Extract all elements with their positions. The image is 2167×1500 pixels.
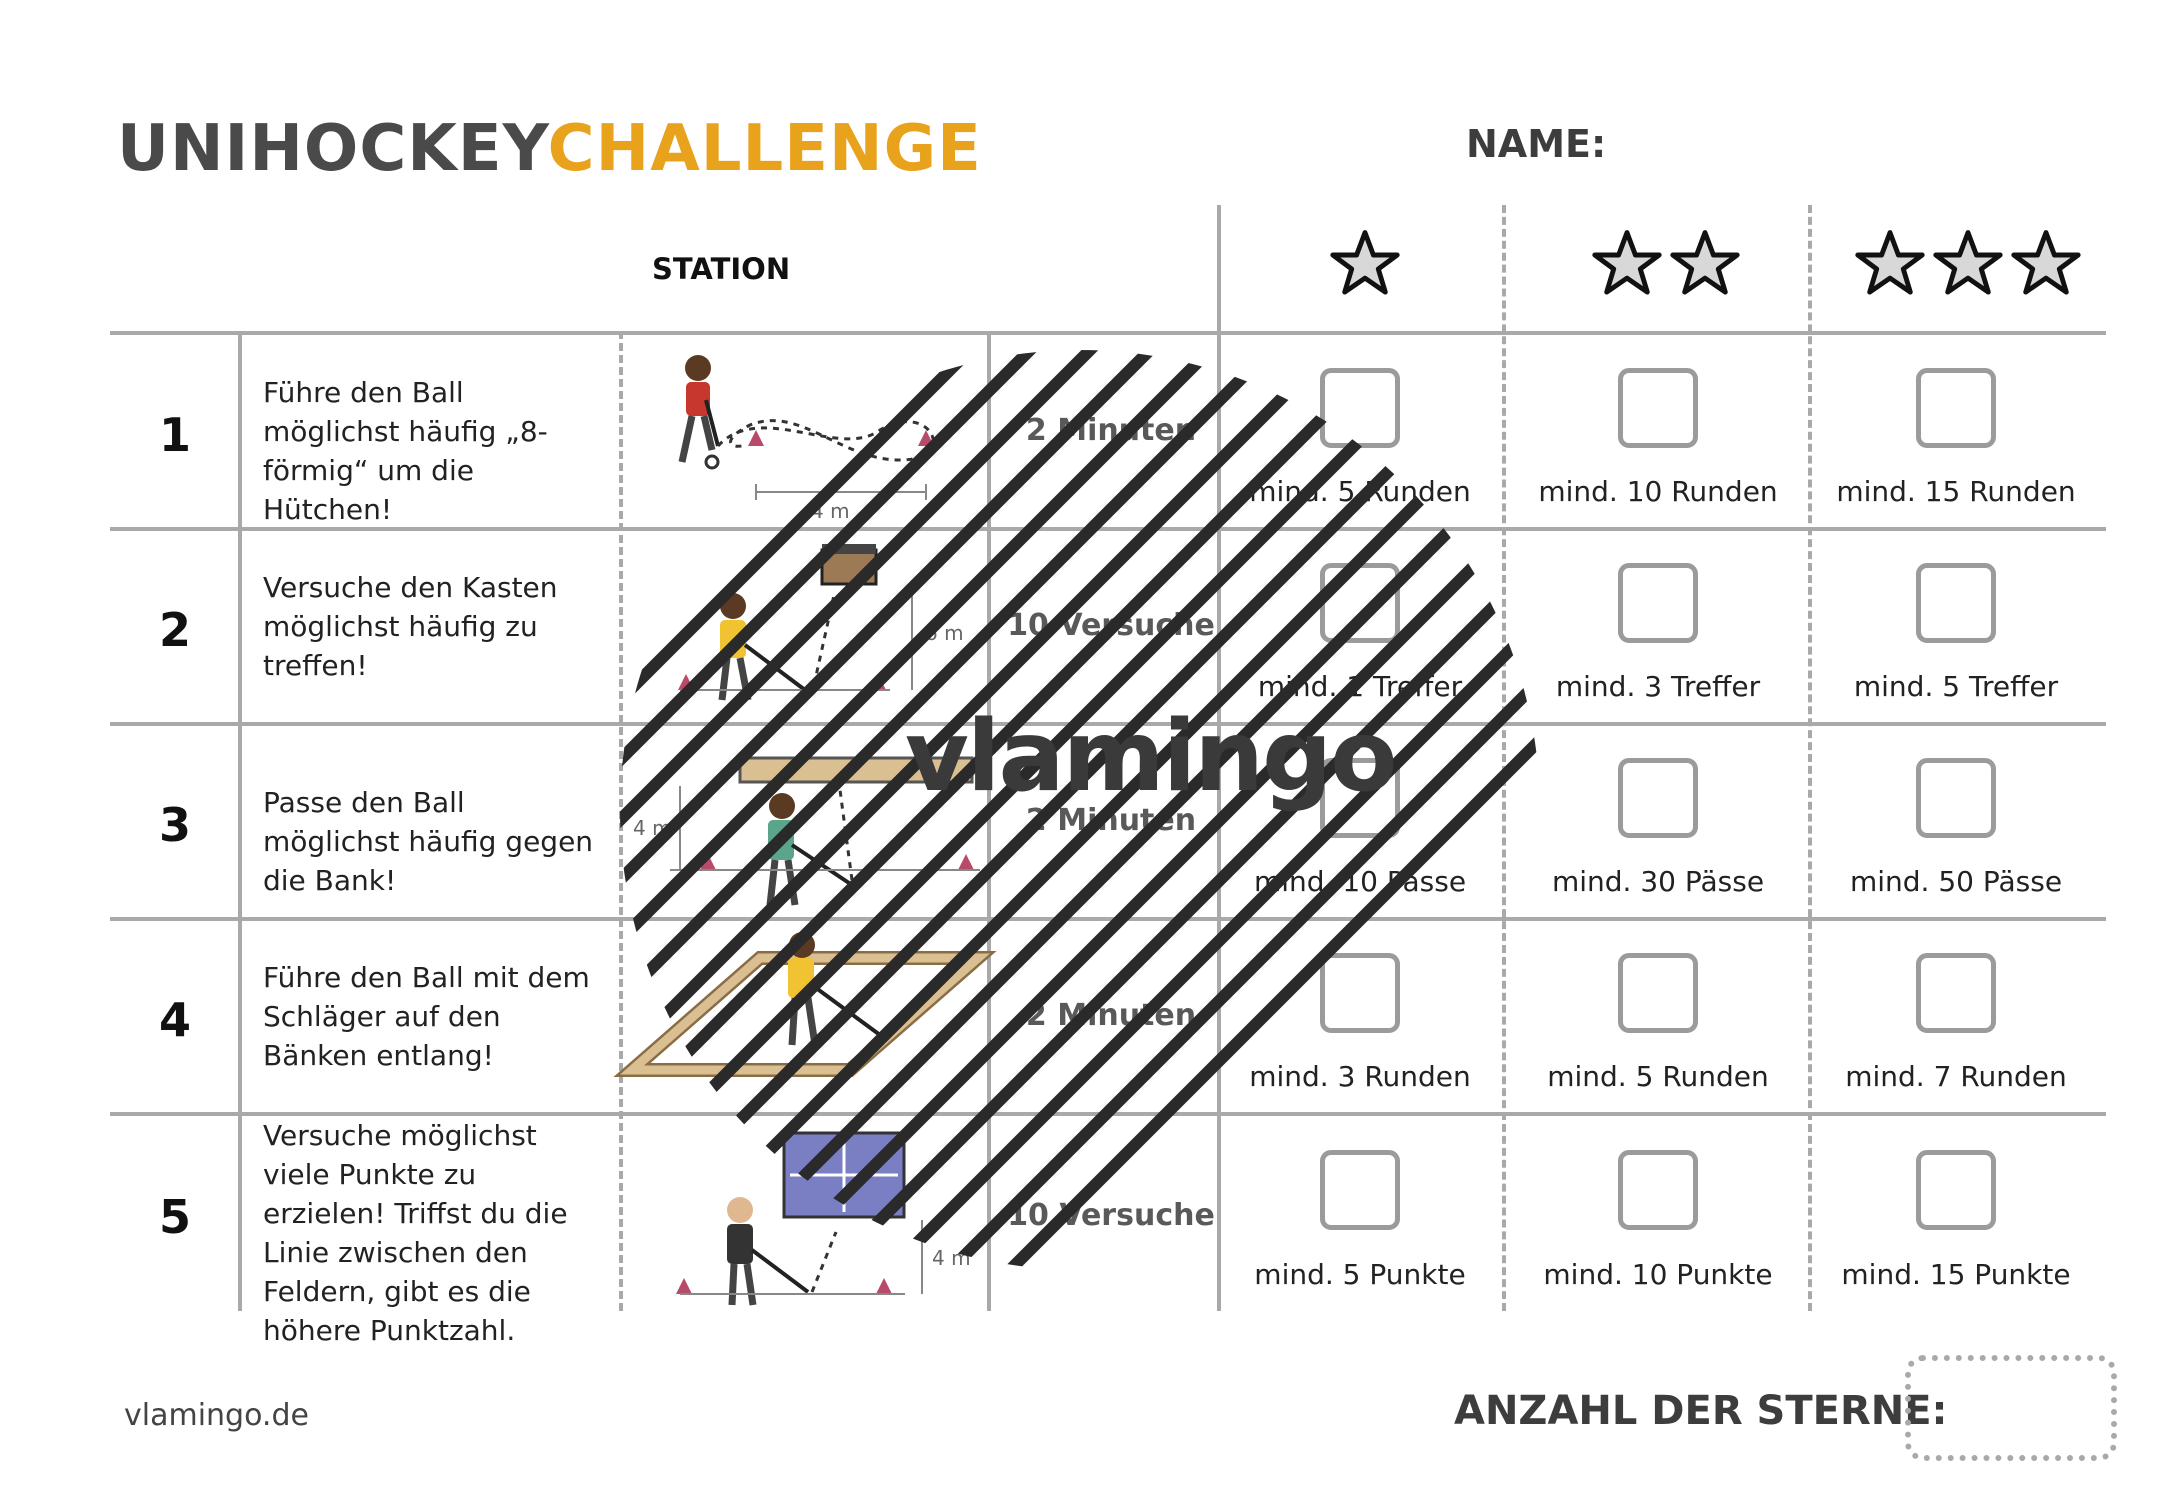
checkbox-two-stars[interactable] — [1618, 758, 1698, 838]
checkbox-three-stars[interactable] — [1916, 758, 1996, 838]
goal-two-stars: mind. 3 Treffer — [1555, 670, 1761, 703]
checkbox-three-stars[interactable] — [1916, 1150, 1996, 1230]
star-outline-icon — [1330, 230, 1400, 295]
station-number: 5 — [158, 1190, 191, 1244]
checkbox-two-stars[interactable] — [1618, 368, 1698, 448]
station-number: 3 — [158, 798, 191, 852]
star-outline-icon — [1592, 230, 1662, 295]
goal-two-stars: mind. 5 Runden — [1547, 1060, 1769, 1093]
station-description: Führe den Ball möglichst häufig „8-förmi… — [263, 376, 548, 526]
checkbox-two-stars[interactable] — [1618, 563, 1698, 643]
goal-three-stars: mind. 15 Runden — [1836, 475, 2076, 508]
station-description: Führe den Ball mit dem Schläger auf den … — [263, 961, 590, 1072]
goal-two-stars: mind. 30 Pässe — [1551, 865, 1765, 898]
station-description: Versuche den Kasten möglichst häufig zu … — [263, 571, 558, 682]
station-number: 4 — [158, 993, 191, 1047]
illustration-hit-box — [678, 544, 913, 701]
illustration-dribble-eight — [678, 355, 935, 500]
title-part-unihockey: UNIHOCKEY — [117, 112, 548, 186]
illustration-bench-square — [613, 932, 997, 1077]
star-outline-icon — [2011, 230, 2081, 295]
page-title: UNIHOCKEYCHALLENGE — [117, 112, 982, 186]
station-description: Passe den Ball möglichst häufig gegen di… — [263, 786, 594, 897]
goal-two-stars: mind. 10 Punkte — [1543, 1258, 1773, 1291]
checkbox-two-stars[interactable] — [1618, 1150, 1698, 1230]
distance-label: 4 m — [932, 1246, 971, 1270]
distance-label: 6 m — [925, 621, 964, 645]
table-divider — [110, 331, 2106, 335]
column-divider — [1808, 205, 1812, 1311]
distance-label: 4 m — [811, 499, 850, 523]
column-divider — [238, 331, 242, 1311]
illustration-target-wall — [676, 1131, 923, 1306]
station-description: Versuche möglichst viele Punkte zu erzie… — [263, 1119, 568, 1347]
goal-three-stars: mind. 15 Punkte — [1841, 1258, 2071, 1291]
station-column-header: STATION — [652, 252, 791, 286]
total-stars-field[interactable] — [1905, 1355, 2117, 1461]
two-star-header — [1592, 228, 1740, 296]
checkbox-three-stars[interactable] — [1916, 953, 1996, 1033]
star-outline-icon — [1933, 230, 2003, 295]
footer-url: vlamingo.de — [124, 1398, 309, 1433]
three-star-header — [1855, 228, 2081, 296]
star-outline-icon — [1670, 230, 1740, 295]
checkbox-two-stars[interactable] — [1618, 953, 1698, 1033]
star-outline-icon — [1855, 230, 1925, 295]
station-number: 2 — [158, 603, 191, 657]
goal-three-stars: mind. 50 Pässe — [1849, 865, 2063, 898]
one-star-header — [1330, 228, 1400, 296]
total-stars-label: ANZAHL DER STERNE: — [1454, 1388, 1948, 1434]
goal-two-stars: mind. 10 Runden — [1538, 475, 1778, 508]
title-part-challenge: CHALLENGE — [547, 112, 982, 186]
goal-three-stars: mind. 7 Runden — [1845, 1060, 2067, 1093]
checkbox-three-stars[interactable] — [1916, 368, 1996, 448]
name-label: NAME: — [1466, 122, 1607, 166]
goal-three-stars: mind. 5 Treffer — [1853, 670, 2059, 703]
distance-label: 4 m — [633, 816, 672, 840]
station-number: 1 — [158, 408, 191, 462]
checkbox-three-stars[interactable] — [1916, 563, 1996, 643]
watermark-logo: vlamingo — [905, 700, 1398, 814]
